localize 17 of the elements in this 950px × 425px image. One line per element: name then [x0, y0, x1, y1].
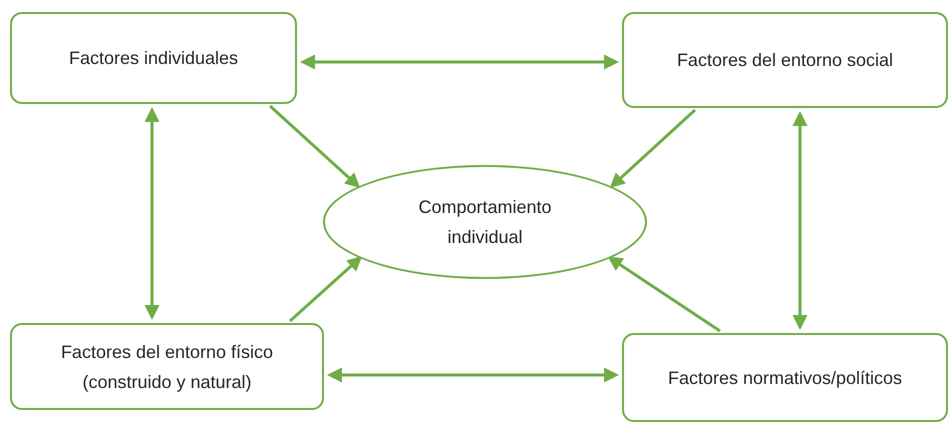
rounded-box — [622, 12, 948, 108]
rounded-box — [10, 323, 324, 410]
arrow — [610, 108, 696, 188]
arrow — [300, 54, 619, 70]
node-label: Factores individuales — [68, 47, 238, 70]
rounded-box — [10, 12, 297, 104]
arrow — [269, 104, 360, 188]
arrow — [608, 256, 721, 332]
rounded-box — [622, 333, 948, 422]
node-label: Comportamiento individual — [417, 196, 553, 249]
node-label: Factores del entorno físico (construido y natural) — [60, 340, 274, 394]
arrow — [327, 368, 619, 382]
node-label: Factores normativos/políticos — [668, 366, 902, 390]
node-label: Factores del entorno social — [676, 49, 894, 72]
arrow — [144, 107, 160, 320]
arrow — [289, 256, 362, 322]
arrow — [792, 111, 808, 330]
